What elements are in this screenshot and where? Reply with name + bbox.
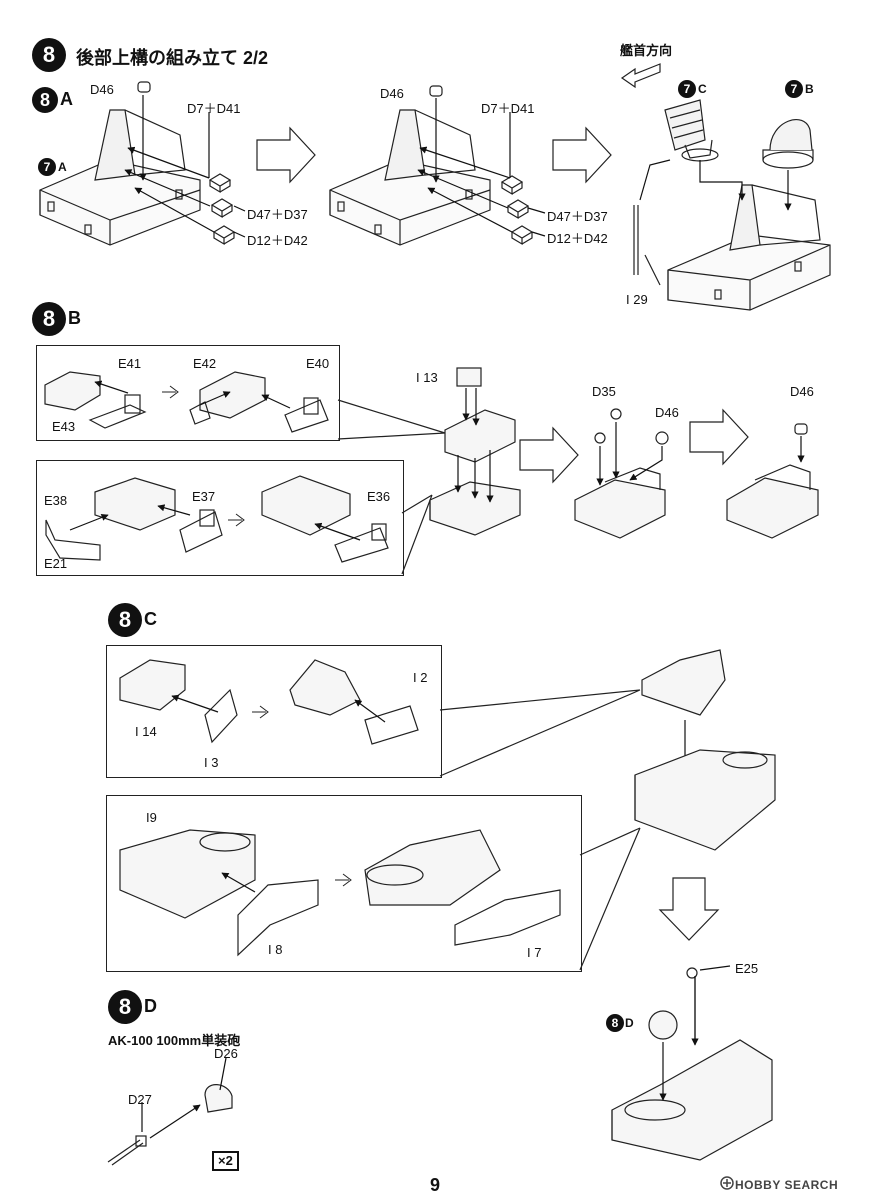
label-e43: E43 (52, 419, 76, 434)
label-e41: E41 (118, 356, 142, 371)
ref-7b-badge: 7 (785, 80, 803, 98)
label-i8: I 8 (268, 942, 283, 957)
flow-arrow-8a-1 (256, 126, 316, 184)
label-i3: I 3 (204, 755, 219, 770)
parts-box-8c-1 (119, 659, 419, 745)
step-8-badge: 8 (32, 38, 66, 72)
label-d7-d41-left: D7＋D41 (187, 101, 241, 116)
step-8b-suffix: B (68, 308, 81, 328)
ref-7c-badge: 7 (678, 80, 696, 98)
subassembly-box-e-parts-2 (36, 460, 404, 576)
hobby-search-logo-icon (720, 1176, 734, 1190)
label-e25: E25 (735, 961, 759, 976)
label-i2: I 2 (413, 670, 428, 685)
flow-arrow-8a-2 (552, 126, 612, 184)
label-d12-d42-left: D12＋D42 (247, 233, 308, 248)
parts-box-8b-1 (44, 371, 329, 433)
structure-8a-right (667, 184, 831, 311)
ref-8d-badge: 8 (606, 1014, 624, 1032)
watermark-text: HOBBY SEARCH (735, 1178, 839, 1192)
radar-antenna-7c (664, 99, 719, 162)
label-e21: E21 (44, 556, 68, 571)
flow-arrow-8b-2 (689, 408, 749, 466)
callout-box-8b-1 (337, 399, 446, 440)
ref-7a-suffix: A (58, 160, 67, 174)
callout-box-8c-2 (579, 827, 641, 971)
label-d7-d41-mid: D7＋D41 (481, 101, 535, 116)
assembly-8b-center (429, 367, 521, 536)
ref-7c-suffix: C (698, 82, 707, 96)
bow-direction-arrow (620, 63, 661, 89)
label-d12-d42-mid: D12＋D42 (547, 231, 608, 246)
ref-7b-suffix: B (805, 82, 814, 96)
label-i29: I 29 (626, 292, 648, 307)
step-8c-badge: 8 (108, 603, 142, 637)
ref-8d-suffix: D (625, 1016, 634, 1030)
subassembly-box-i-parts-2 (106, 795, 582, 972)
assembly-8b-d35 (574, 408, 669, 539)
page-number: 9 (430, 1175, 441, 1195)
callout-box-8b-2 (401, 494, 433, 575)
step-8c-suffix: C (144, 609, 157, 629)
step-8d-suffix: D (144, 996, 157, 1016)
step-8a-suffix: A (60, 89, 73, 109)
label-d26: D26 (214, 1046, 238, 1061)
assembly-8c-final (611, 967, 773, 1161)
structure-8a-left (39, 109, 201, 246)
label-d35: D35 (592, 384, 616, 399)
structure-8a-mid (329, 109, 491, 246)
gun-parts-8d (107, 1084, 233, 1166)
gun-caption: AK-100 100mm単装砲 (108, 1033, 241, 1048)
page-title: 後部上構の組み立て 2/2 (76, 48, 269, 68)
label-e40: E40 (306, 356, 330, 371)
step-8a-badge: 8 (32, 87, 58, 113)
label-e42: E42 (193, 356, 217, 371)
assembly-8c-lower (634, 749, 776, 851)
label-d47-d37-left: D47＋D37 (247, 207, 308, 222)
label-d46-left: D46 (90, 82, 114, 97)
label-i13: I 13 (416, 370, 438, 385)
parts-box-8c-2 (119, 829, 561, 957)
label-d46-b1: D46 (655, 405, 679, 420)
label-d27: D27 (128, 1092, 152, 1107)
step-8b-badge: 8 (32, 302, 66, 336)
assembly-8c-upper (641, 649, 726, 716)
label-d46-mid: D46 (380, 86, 404, 101)
label-d46-b2: D46 (790, 384, 814, 399)
small-parts-8a-left (137, 81, 236, 246)
bow-direction-label: 艦首方向 (620, 43, 673, 58)
label-i7: I 7 (527, 945, 542, 960)
subassembly-box-i-parts-1 (106, 645, 442, 778)
label-i14: I 14 (135, 724, 157, 739)
assembly-8b-final (726, 423, 819, 539)
parts-box-8b-2 (45, 475, 389, 563)
quantity-x2: ×2 (212, 1151, 239, 1171)
label-e36: E36 (367, 489, 391, 504)
callout-box-8c-1 (439, 689, 641, 777)
flow-arrow-8c-down (658, 877, 720, 941)
label-d47-d37-mid: D47＋D37 (547, 209, 608, 224)
flow-arrow-8b-1 (519, 426, 579, 484)
director-7b (762, 119, 814, 169)
ref-7a-badge: 7 (38, 158, 56, 176)
label-i9: I9 (146, 810, 157, 825)
part-i29 (633, 205, 661, 286)
subassembly-box-e-parts-1 (36, 345, 340, 441)
label-e37: E37 (192, 489, 216, 504)
step-8d-badge: 8 (108, 990, 142, 1024)
label-e38: E38 (44, 493, 68, 508)
